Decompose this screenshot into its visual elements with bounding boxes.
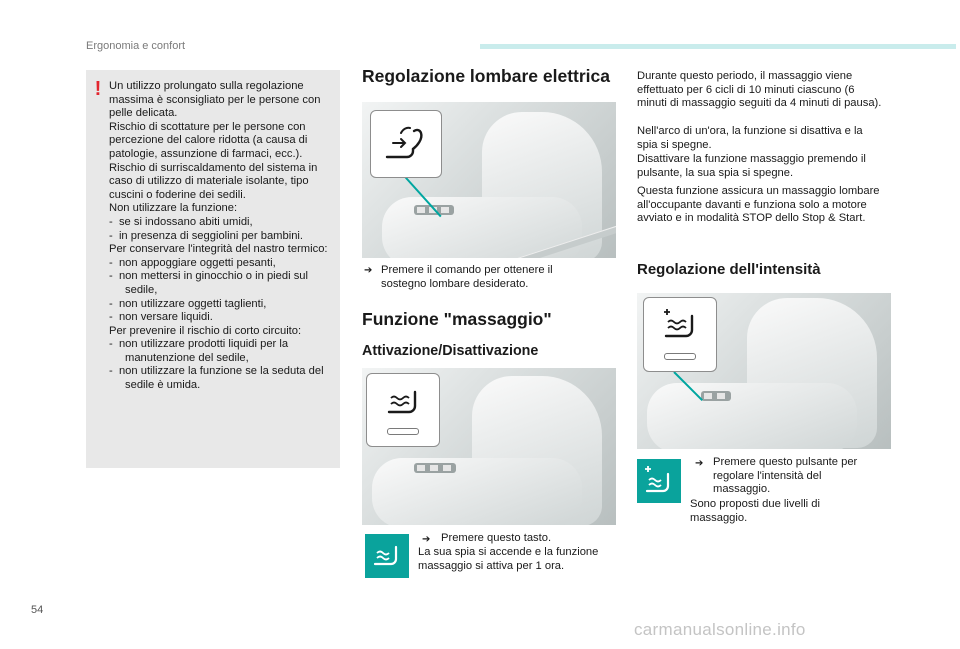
massage-title: Funzione "massaggio" <box>362 309 552 329</box>
warning-line: - non utilizzare prodotti liquidi per la… <box>109 338 289 364</box>
intensity-title: Regolazione dell'intensità <box>637 261 821 278</box>
warning-box <box>86 70 340 468</box>
exclamation-icon: ! <box>94 78 102 100</box>
massage-cycle-text: Durante questo periodo, il massaggio vie… <box>637 70 882 110</box>
intensity-button-callout <box>643 297 717 372</box>
massage-note: La sua spia si accende e la funzione mas… <box>418 546 599 572</box>
massage-auto-off-text: Nell'arco di un'ora, la funzione si disa… <box>637 125 863 151</box>
lombar-title: Regolazione lombare elettrica <box>362 66 610 86</box>
page-number: 54 <box>31 604 44 616</box>
massage-conditions-text: Questa funzione assicura un massaggio lo… <box>637 185 880 225</box>
warning-line: Per prevenire il rischio di corto circui… <box>109 324 302 337</box>
bullet-arrow-icon: ➔ <box>422 534 431 545</box>
bullet-arrow-icon: ➔ <box>695 458 704 469</box>
indicator-light <box>387 428 419 435</box>
header-accent-bar <box>480 44 956 49</box>
warning-line: Non utilizzare la funzione: <box>109 202 238 215</box>
indicator-light <box>664 353 696 360</box>
warning-line: - non appoggiare oggetti pesanti, <box>109 256 276 269</box>
massage-deactivate-text: Disattivare la funzione massaggio premen… <box>637 153 866 179</box>
massage-button-callout <box>366 373 440 447</box>
massage-step: Premere questo tasto. <box>441 532 552 544</box>
intensity-note: Sono proposti due livelli di massaggio. <box>690 498 820 524</box>
massage-subtitle: Attivazione/Disattivazione <box>362 343 539 359</box>
warning-line: - non utilizzare la funzione se la sedut… <box>109 365 324 392</box>
warning-line: - in presenza di seggiolini per bambini. <box>109 229 304 242</box>
massage-button-icon <box>365 534 409 578</box>
warning-line: Per conservare l'integrità del nastro te… <box>109 243 328 256</box>
warning-line: Rischio di scottature per le persone con… <box>109 120 308 160</box>
lombar-button-callout <box>370 110 442 178</box>
warning-line: Un utilizzo prolungato sulla regolazione… <box>109 80 321 120</box>
intensity-step: Premere questo pulsante per regolare l'i… <box>713 456 858 496</box>
warning-text: Un utilizzo prolungato sulla regolazione… <box>109 80 337 393</box>
massage-seat-icon <box>387 390 417 414</box>
warning-line: - se si indossano abiti umidi, <box>109 215 253 228</box>
warning-line: - non utilizzare oggetti taglienti, <box>109 297 267 310</box>
warning-line: - non mettersi in ginocchio o in piedi s… <box>109 270 308 296</box>
lumbar-seat-icon <box>385 126 423 159</box>
bullet-arrow-icon: ➔ <box>364 265 373 276</box>
section-title: Ergonomia e confort <box>86 40 186 52</box>
intensity-button-icon <box>637 459 681 503</box>
lombar-step: Premere il comando per ottenere il soste… <box>381 264 553 290</box>
warning-line: Rischio di surriscaldamento del sistema … <box>109 161 318 201</box>
massage-intensity-icon <box>664 309 694 338</box>
warning-line: - non versare liquidi. <box>109 311 213 324</box>
watermark: carmanualsonline.info <box>634 620 806 639</box>
